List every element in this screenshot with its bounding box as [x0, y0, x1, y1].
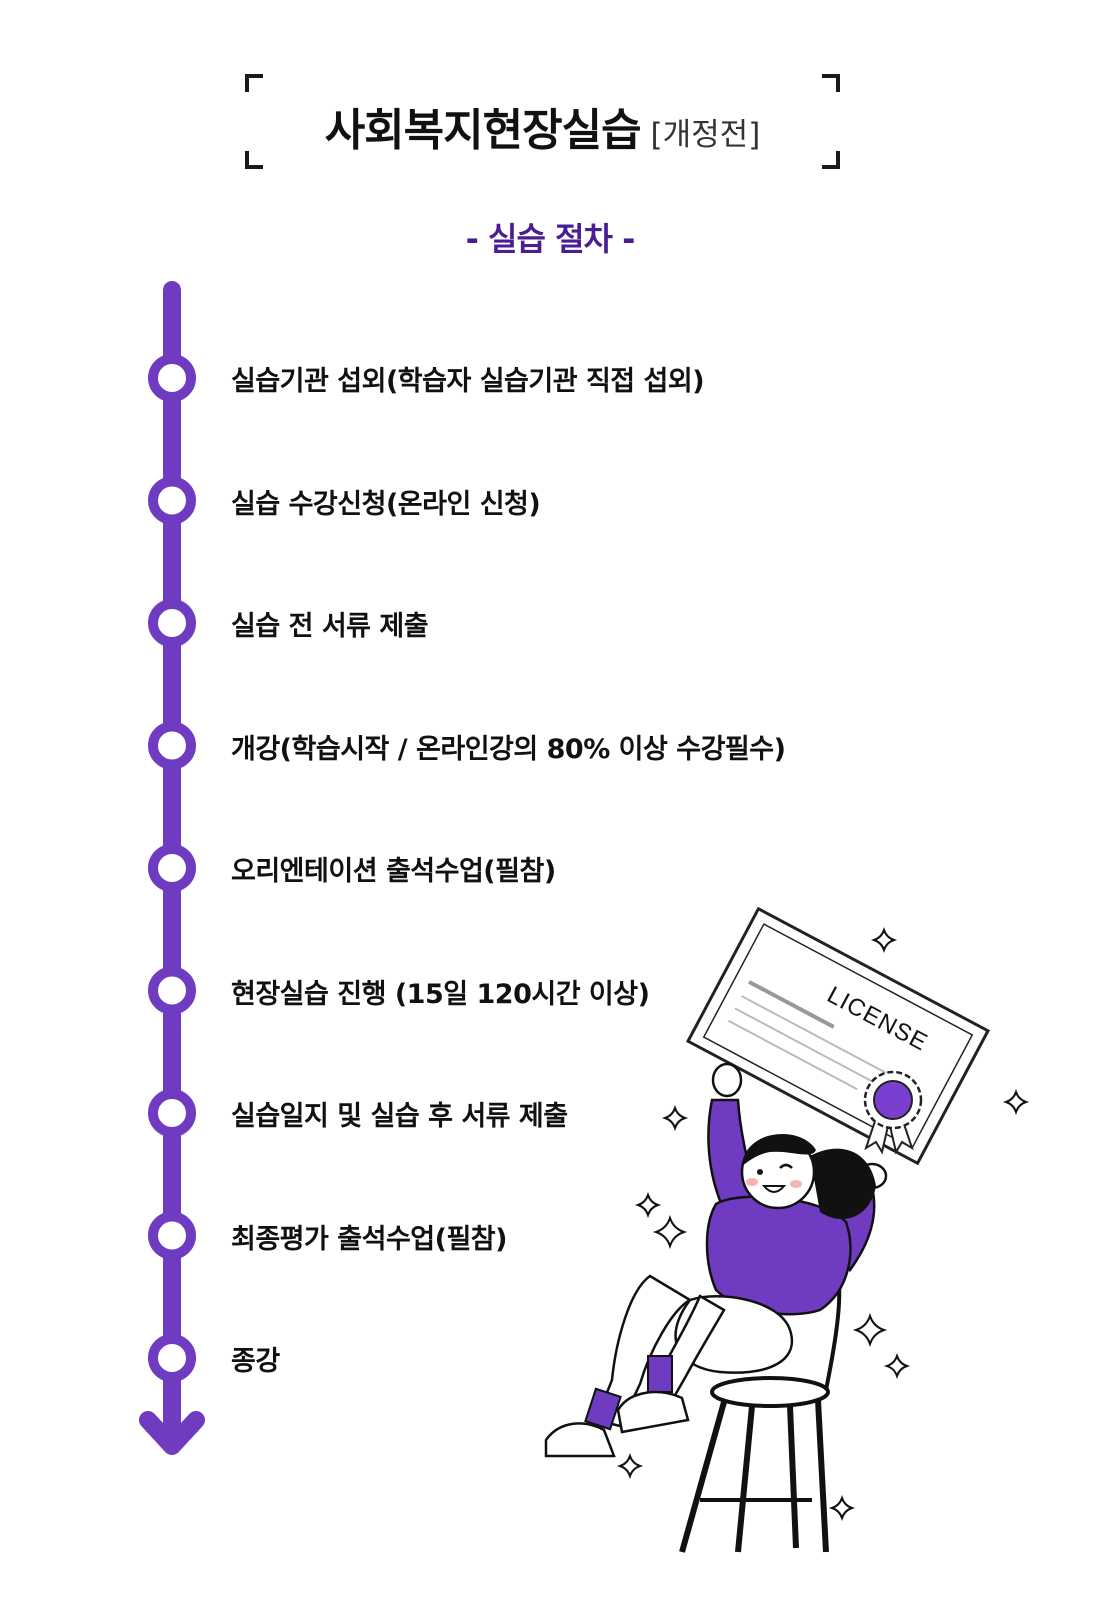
step-label: 실습 수강신청(온라인 신청) — [231, 488, 541, 520]
step-label: 실습 전 서류 제출 — [231, 611, 429, 642]
timeline-node — [148, 599, 196, 647]
step-label: 개강(학습시작 / 온라인강의 80% 이상 수강필수) — [231, 733, 786, 765]
timeline-node — [148, 476, 196, 525]
timeline-nodes — [148, 354, 196, 1382]
timeline-arrow-icon — [139, 1411, 205, 1455]
page-title-note: [개정전] — [650, 117, 761, 153]
timeline-node — [148, 1334, 196, 1382]
timeline-node — [148, 721, 196, 770]
page-title-main: 사회복지현장실습 — [324, 105, 642, 156]
page-title: 사회복지현장실습[개정전] — [245, 94, 840, 158]
section-subtitle: - 실습 절차 - — [465, 220, 636, 258]
frame-corner-top-right — [822, 74, 840, 92]
timeline-node — [148, 1211, 196, 1260]
timeline-node — [148, 844, 196, 892]
step-label: 종강 — [231, 1346, 280, 1377]
step-label: 최종평가 출석수업(필참) — [231, 1223, 507, 1255]
frame-corner-top-left — [245, 74, 263, 92]
frame-corner-bottom-right — [822, 151, 840, 169]
step-label: 실습일지 및 실습 후 서류 제출 — [231, 1101, 568, 1132]
step-label: 실습기관 섭외(학습자 실습기관 직접 섭외) — [231, 366, 705, 397]
step-label: 현장실습 진행 (15일 120시간 이상) — [231, 978, 650, 1010]
frame-corner-bottom-left — [245, 151, 263, 169]
timeline-node — [148, 1089, 196, 1137]
timeline-node — [148, 354, 196, 402]
step-label: 오리엔테이션 출석수업(필참) — [231, 856, 556, 887]
title-frame: 사회복지현장실습[개정전] — [245, 74, 840, 169]
timeline-node — [148, 966, 196, 1015]
